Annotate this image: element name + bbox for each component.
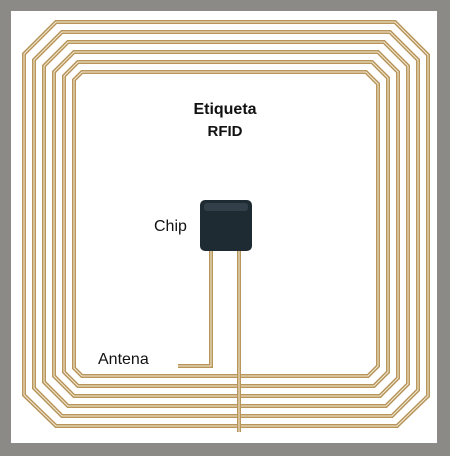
antenna-coil-icon (22, 20, 430, 432)
chip-lead-left (178, 250, 213, 368)
chip-label: Chip (154, 218, 187, 235)
diagram-title: Etiqueta (193, 101, 257, 118)
rfid-chip-icon (200, 200, 252, 251)
antenna-label: Antena (98, 351, 149, 368)
diagram-subtitle: RFID (207, 123, 243, 140)
